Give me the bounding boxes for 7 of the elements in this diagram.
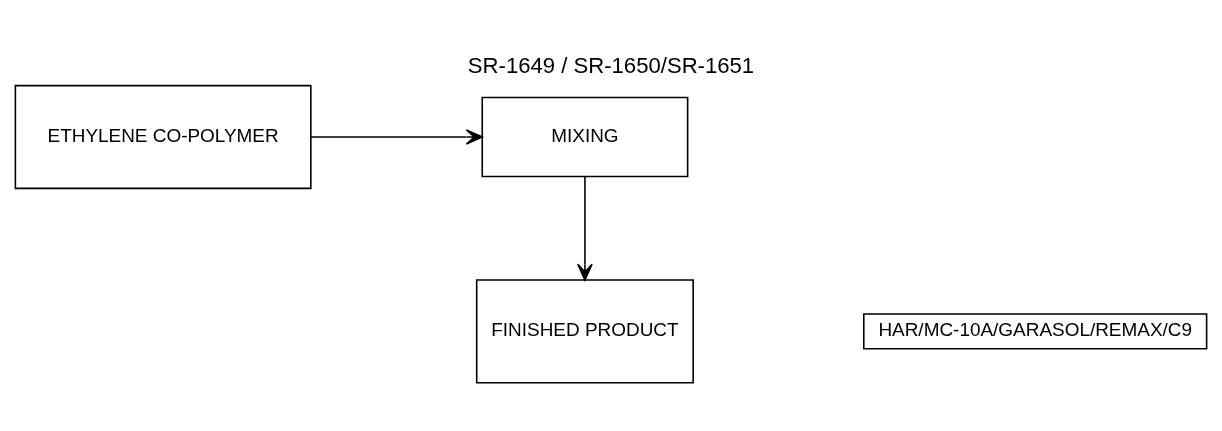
node-box: HAR/MC-10A/GARASOL/REMAX/C9 [863, 312, 1208, 349]
arrow [577, 175, 593, 281]
node-box: FINISHED PRODUCT [475, 278, 694, 383]
node-box: ETHYLENE CO-POLYMER [14, 84, 312, 189]
node-box: MIXING [481, 96, 689, 177]
arrow [310, 128, 483, 145]
diagram-title: SR-1649 / SR-1650/SR-1651 [467, 52, 755, 78]
